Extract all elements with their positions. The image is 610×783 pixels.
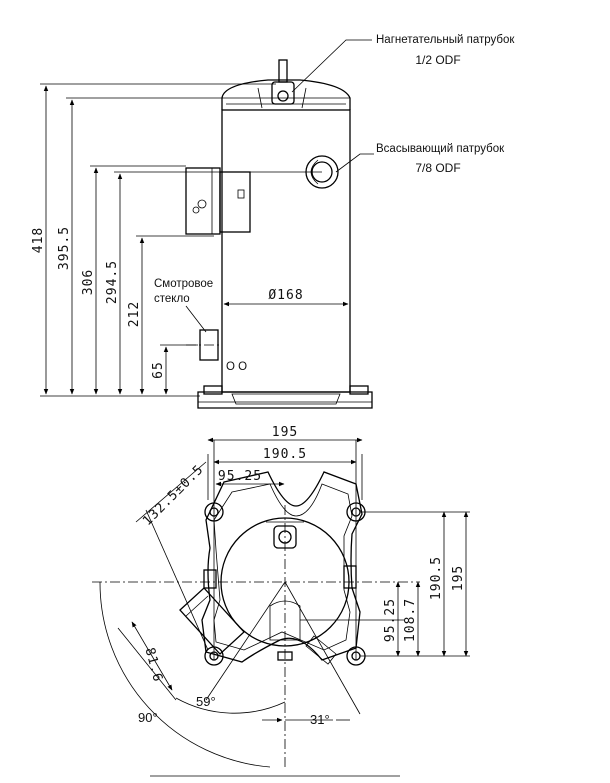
discharge-pipe — [278, 59, 288, 83]
dim-195-h: 195 — [272, 425, 298, 440]
dim-190-5-h: 190.5 — [263, 447, 307, 462]
discharge-size: 1/2 ODF — [415, 53, 460, 67]
side-view: O O 418 395.5 306 294.5 212 65 Ø168 На — [31, 34, 515, 409]
sight-glass-leader — [185, 305, 207, 333]
dim-diameter: Ø168 — [268, 288, 303, 303]
arc-90 — [99, 581, 271, 768]
base-plate — [197, 391, 373, 409]
oil-ports-glyph: O O — [226, 361, 247, 373]
compressor-dome — [221, 79, 351, 110]
discharge-leader — [291, 39, 372, 93]
dim-395-5: 395.5 — [57, 226, 72, 270]
dim-132-5: 132.5±0.5 — [140, 462, 207, 529]
dim-212: 212 — [127, 301, 142, 327]
discharge-fitting — [271, 81, 295, 105]
dim-108-7: 108.7 — [403, 598, 418, 642]
compressor-shell — [221, 109, 351, 393]
suction-leader — [335, 153, 374, 173]
dim-190-5-v: 190.5 — [429, 556, 444, 600]
dim-195-v: 195 — [451, 565, 466, 591]
dim-306: 306 — [81, 269, 96, 295]
angle-31: 31° — [310, 712, 330, 727]
top-view: 195 190.5 95.25 132.5±0.5 81.6 195 190.5… — [92, 425, 470, 777]
dim-418: 418 — [31, 227, 46, 253]
dim-95-25-v: 95.25 — [383, 598, 398, 642]
dim-65: 65 — [151, 361, 166, 379]
base-outline — [201, 471, 363, 663]
angle-90: 90° — [138, 710, 158, 725]
sight-glass-label-1: Смотровое — [154, 278, 213, 290]
arc-59 — [175, 697, 286, 714]
discharge-title: Нагнетательный патрубок — [376, 34, 515, 46]
suction-size: 7/8 ODF — [415, 161, 460, 175]
angle-59: 59° — [196, 694, 216, 709]
dim-95-25-h: 95.25 — [218, 469, 262, 484]
suction-title: Всасывающий патрубок — [376, 143, 505, 155]
dim-294-5: 294.5 — [105, 260, 120, 304]
dim-81-6: 81.6 — [142, 646, 166, 684]
terminal-box — [185, 167, 221, 235]
terminal-box-top — [179, 587, 245, 655]
sight-glass-label-2: стекло — [154, 293, 190, 305]
